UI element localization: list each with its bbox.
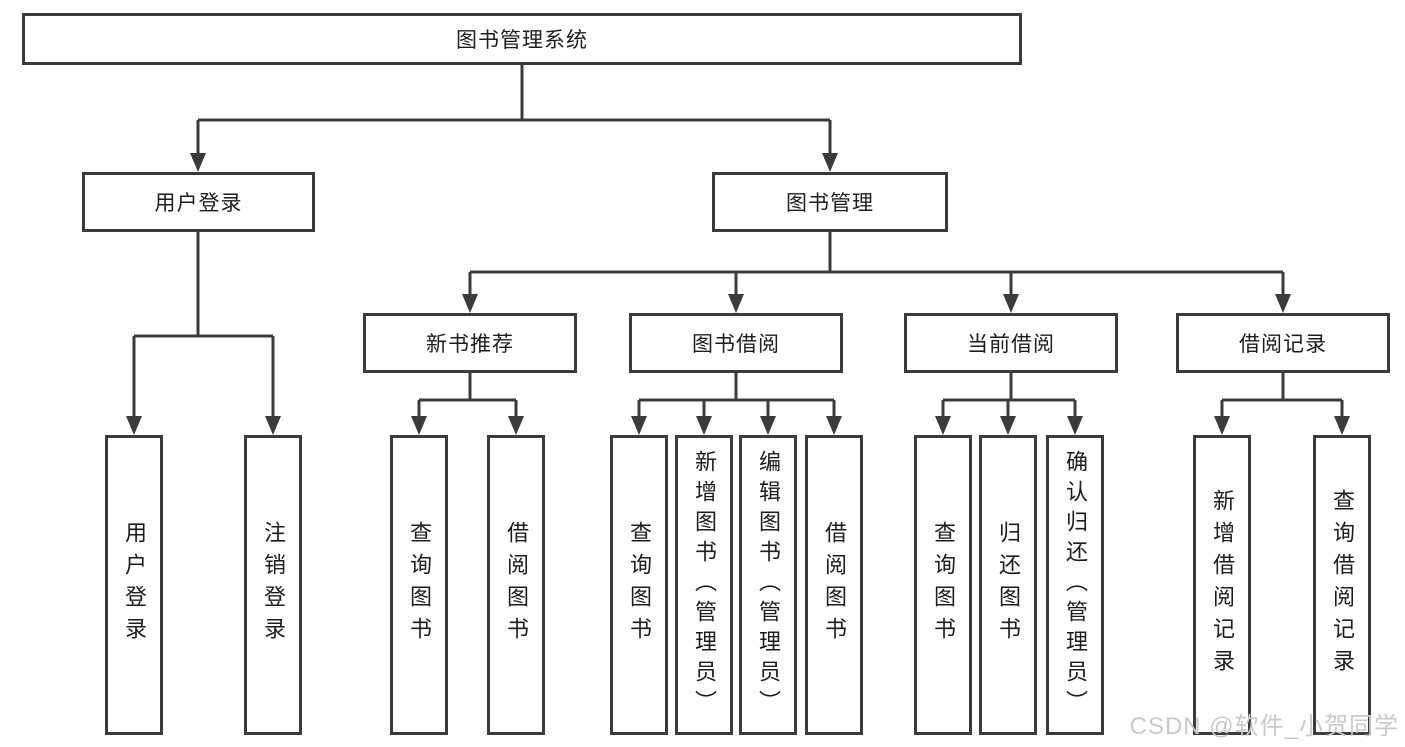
arrow-down-icon [935, 416, 951, 435]
arrow-down-icon [1275, 294, 1291, 313]
leaf-current-return-books: 归还图书 [979, 435, 1037, 735]
arrow-down-icon [1334, 416, 1350, 435]
arrow-down-icon [826, 416, 842, 435]
arrow-down-icon [728, 294, 744, 313]
arrow-down-icon [822, 153, 838, 172]
leaf-recommend-query-books: 查询图书 [390, 435, 448, 735]
arrow-down-icon [631, 416, 647, 435]
leaf-records-add-record: 新增借阅记录 [1193, 435, 1251, 735]
node-book-management: 图书管理 [712, 172, 948, 232]
leaf-user-login: 用户登录 [105, 435, 163, 735]
node-new-book-recommend: 新书推荐 [363, 313, 577, 373]
arrow-down-icon [265, 416, 281, 435]
arrow-down-icon [1000, 416, 1016, 435]
arrow-down-icon [508, 416, 524, 435]
arrow-down-icon [696, 416, 712, 435]
leaf-logout: 注销登录 [244, 435, 302, 735]
leaf-current-query-books: 查询图书 [914, 435, 972, 735]
node-root: 图书管理系统 [22, 13, 1022, 65]
arrow-down-icon [190, 153, 206, 172]
leaf-borrow-add-books: 新增图书（管理员） [675, 435, 733, 735]
leaf-current-confirm-return: 确认归还（管理员） [1046, 435, 1104, 735]
node-borrow-records: 借阅记录 [1176, 313, 1390, 373]
leaf-records-query-record: 查询借阅记录 [1313, 435, 1371, 735]
arrow-down-icon [1214, 416, 1230, 435]
arrow-down-icon [462, 294, 478, 313]
leaf-borrow-edit-books: 编辑图书（管理员） [739, 435, 797, 735]
arrow-down-icon [760, 416, 776, 435]
leaf-borrow-borrow-books: 借阅图书 [805, 435, 863, 735]
leaf-borrow-query-books: 查询图书 [610, 435, 668, 735]
arrow-down-icon [1067, 416, 1083, 435]
leaf-recommend-borrow-books: 借阅图书 [487, 435, 545, 735]
node-current-borrow: 当前借阅 [904, 313, 1118, 373]
watermark: CSDN @软件_小贺同学 [1129, 713, 1399, 740]
node-book-borrow: 图书借阅 [629, 313, 843, 373]
node-user-login: 用户登录 [82, 172, 315, 232]
arrow-down-icon [126, 416, 142, 435]
arrow-down-icon [1003, 294, 1019, 313]
arrow-down-icon [411, 416, 427, 435]
